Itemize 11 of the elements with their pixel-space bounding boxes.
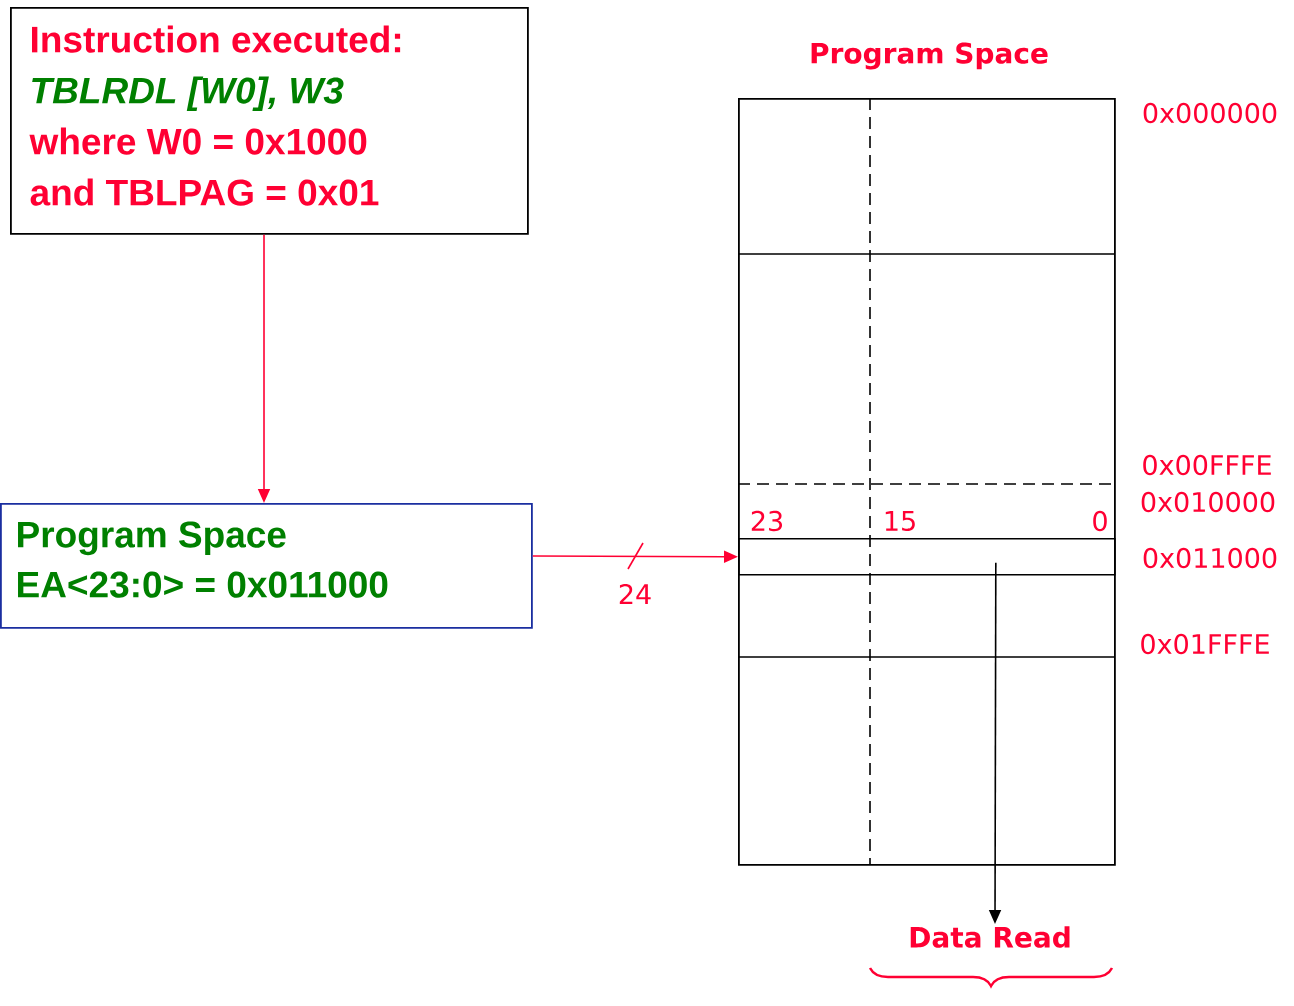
address-label: 0x000000 bbox=[1143, 102, 1277, 124]
edge-label: 24 bbox=[619, 583, 651, 604]
node-label: Program Space bbox=[811, 42, 1048, 70]
data-read-label: Data Read bbox=[910, 926, 1070, 948]
address-label: 0x011000 bbox=[1143, 547, 1277, 569]
memory-row bbox=[738, 538, 1116, 576]
instruction-box: Instruction executed: TBLRDL [W0], W3 where W0 = 0x1000 and TBLPAG = 0x01 bbox=[10, 7, 529, 235]
address-label: 0x00FFFE bbox=[1143, 454, 1271, 476]
address-label: 0x010000 bbox=[1141, 491, 1275, 513]
address-label: 0x01FFFE bbox=[1141, 633, 1269, 655]
address-box: Program Space EA<23:0> = 0x011000 bbox=[0, 503, 533, 629]
